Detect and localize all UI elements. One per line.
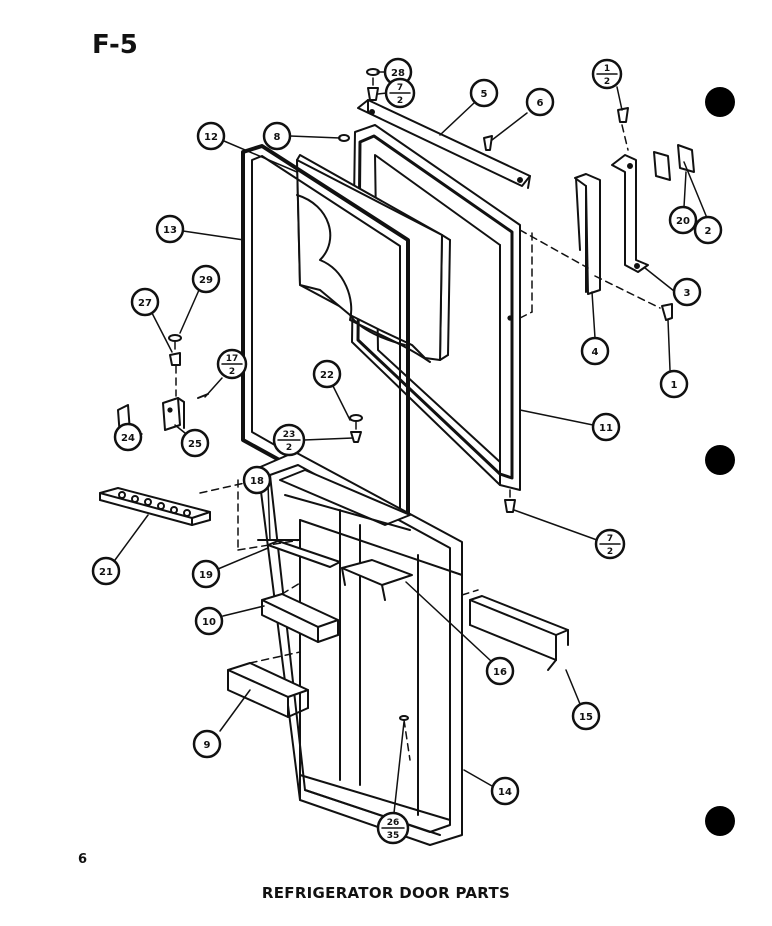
callout-24: 24 (113, 422, 143, 452)
binder-hole-top (705, 87, 735, 117)
part-top-hinge-rail (357, 99, 531, 189)
callout-20: 20 (668, 205, 698, 235)
svg-text:22: 22 (320, 370, 334, 381)
svg-text:2: 2 (607, 547, 613, 557)
callout-15: 15 (571, 701, 601, 731)
svg-text:2: 2 (229, 367, 235, 377)
svg-text:16: 16 (493, 667, 507, 678)
part-bottom-hinge (162, 397, 185, 431)
binder-hole-middle (705, 445, 735, 475)
svg-text:1: 1 (671, 380, 678, 391)
callout-11: 11 (591, 412, 621, 442)
callout-3: 3 (672, 277, 702, 307)
callout-12: 12 (196, 121, 226, 151)
fraction-callout-7-2-top: 7 2 (384, 77, 416, 109)
callout-21: 21 (91, 556, 121, 586)
callout-8: 8 (262, 121, 292, 151)
svg-text:11: 11 (599, 423, 613, 434)
svg-text:27: 27 (138, 298, 152, 309)
svg-text:20: 20 (676, 216, 690, 227)
fraction-callout-17-2: 17 2 (216, 348, 248, 380)
fraction-callout-23-2: 23 2 (272, 423, 306, 457)
callout-22: 22 (312, 359, 342, 389)
part-inner-door-liner (257, 451, 463, 846)
callout-10: 10 (194, 606, 224, 636)
sheet-id: F-5 (92, 30, 138, 60)
svg-text:23: 23 (283, 430, 296, 440)
svg-text:19: 19 (199, 570, 213, 581)
callout-18: 18 (242, 465, 272, 495)
fraction-callout-7-2-bottom: 7 2 (594, 528, 626, 560)
callout-5: 5 (469, 78, 499, 108)
binder-hole-bottom (705, 806, 735, 836)
svg-text:7: 7 (397, 83, 403, 93)
callout-4: 4 (580, 336, 610, 366)
callout-1: 1 (659, 369, 689, 399)
part-hinge-cover (677, 144, 695, 173)
svg-text:29: 29 (199, 275, 213, 286)
svg-text:18: 18 (250, 476, 264, 487)
diagram-caption: REFRIGERATOR DOOR PARTS (261, 884, 511, 902)
part-door-trim-strip (469, 595, 569, 671)
svg-text:14: 14 (498, 787, 512, 798)
fraction-callout-1-2: 1 2 (591, 58, 623, 90)
svg-text:28: 28 (391, 68, 405, 79)
part-upper-door-bin (261, 593, 339, 643)
svg-text:2: 2 (397, 96, 403, 106)
callout-25: 25 (180, 428, 210, 458)
svg-text:17: 17 (226, 354, 239, 364)
svg-text:12: 12 (204, 132, 218, 143)
part-hardware (168, 68, 673, 721)
svg-text:5: 5 (481, 89, 488, 100)
svg-text:2: 2 (705, 226, 712, 237)
svg-text:25: 25 (188, 439, 202, 450)
svg-text:3: 3 (684, 288, 691, 299)
svg-text:21: 21 (99, 567, 113, 578)
callout-2: 2 (693, 215, 723, 245)
leader-lines (114, 71, 708, 814)
callout-29: 29 (191, 264, 221, 294)
callout-9: 9 (192, 729, 222, 759)
svg-text:8: 8 (274, 132, 281, 143)
svg-text:10: 10 (202, 617, 216, 628)
svg-text:13: 13 (163, 225, 177, 236)
part-top-hinge (611, 154, 649, 273)
callout-27: 27 (130, 287, 160, 317)
svg-text:15: 15 (579, 712, 593, 723)
svg-text:35: 35 (387, 831, 400, 841)
svg-text:2: 2 (604, 77, 610, 87)
svg-text:1: 1 (604, 64, 610, 74)
svg-text:9: 9 (204, 740, 211, 751)
svg-text:4: 4 (592, 347, 599, 358)
callout-16: 16 (485, 656, 515, 686)
fraction-callout-26-35: 26 35 (376, 811, 410, 845)
svg-text:24: 24 (121, 433, 135, 444)
page-number: 6 (78, 852, 88, 867)
svg-text:2: 2 (286, 443, 292, 453)
callout-13: 13 (155, 214, 185, 244)
svg-text:7: 7 (607, 534, 613, 544)
svg-text:26: 26 (387, 818, 400, 828)
part-egg-tray (99, 487, 211, 526)
callout-14: 14 (490, 776, 520, 806)
callout-19: 19 (191, 559, 221, 589)
callout-6: 6 (525, 87, 555, 117)
part-hinge-bracket (574, 173, 601, 295)
part-lower-door-bin (227, 662, 309, 718)
part-hinge-shim (653, 151, 671, 181)
svg-text:6: 6 (537, 98, 544, 109)
